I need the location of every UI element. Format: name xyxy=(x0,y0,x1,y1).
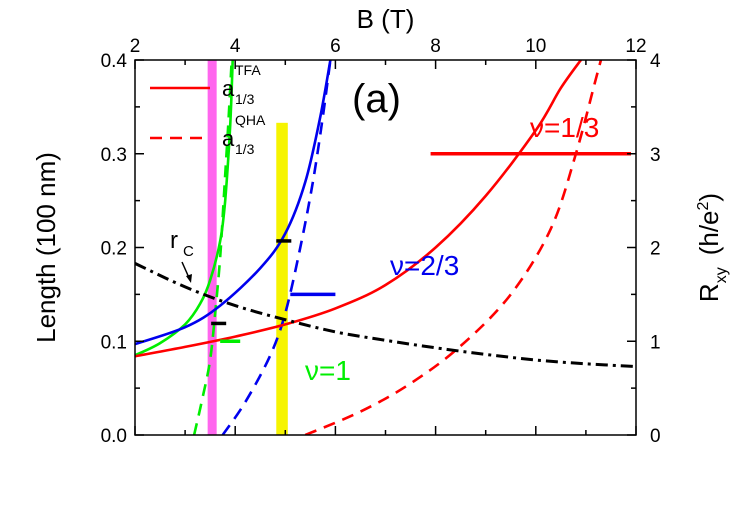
black-marks xyxy=(211,239,292,326)
y-right-tick-label: 2 xyxy=(650,239,661,260)
x-top-tick-label: 12 xyxy=(625,36,646,57)
legend-label-sup: QHA xyxy=(235,112,266,128)
x-top-tick-label: 6 xyxy=(330,36,341,57)
y-left-tick-label: 0.1 xyxy=(101,332,127,353)
plateaus xyxy=(220,152,631,343)
series-nu1-tfa xyxy=(135,60,234,357)
series-nu23-qha xyxy=(221,60,332,435)
series-nu23-tfa xyxy=(135,60,332,346)
legend-label-sub: 1/3 xyxy=(235,91,255,107)
y-right-label-units: (h/e xyxy=(694,210,724,255)
label-nu13: ν=1/3 xyxy=(530,112,599,143)
series-rc xyxy=(135,262,636,369)
x-top-tick-label: 8 xyxy=(430,36,441,57)
legend-label: a xyxy=(222,126,235,151)
y-left-tick-label: 0.0 xyxy=(101,426,127,447)
legend-label-sub: 1/3 xyxy=(235,141,255,157)
series-nu1-qha xyxy=(192,60,233,435)
series-nu13-qha xyxy=(304,60,603,435)
ticks xyxy=(134,59,637,436)
x-top-tick-label: 10 xyxy=(525,36,546,57)
y-right-tick-label: 0 xyxy=(650,426,661,447)
legend-label: a xyxy=(222,76,235,101)
label-nu1: ν=1 xyxy=(305,355,351,386)
x-top-axis-title: B (T) xyxy=(357,4,415,34)
y-right-tick-label: 4 xyxy=(650,51,661,72)
y-right-label-units-end: ) xyxy=(694,193,724,202)
rc-arrowhead xyxy=(186,274,192,283)
x-top-tick-label: 2 xyxy=(130,36,141,57)
y-right-label-units-sup: 2 xyxy=(695,201,712,210)
label-rc-sub: C xyxy=(183,243,194,260)
curves xyxy=(135,60,636,435)
y-right-tick-label: 1 xyxy=(650,332,661,353)
y-left-axis-title: Length (100 nm) xyxy=(31,152,61,343)
legend-label-sup: TFA xyxy=(235,62,261,78)
label-nu23: ν=2/3 xyxy=(390,250,459,281)
band-yellow xyxy=(276,122,288,435)
y-left-tick-label: 0.2 xyxy=(101,239,127,260)
x-top-tick-label: 4 xyxy=(230,36,241,57)
y-right-label-sub: xy xyxy=(713,267,730,283)
y-right-tick-label: 3 xyxy=(650,145,661,166)
y-left-tick-label: 0.3 xyxy=(101,145,127,166)
y-right-axis-title: Rxy (h/e2) xyxy=(694,193,730,302)
panel-label: (a) xyxy=(352,77,401,121)
y-left-tick-label: 0.4 xyxy=(101,51,128,72)
highlight-bands xyxy=(207,60,288,435)
label-rc: r xyxy=(170,227,178,254)
y-right-label-main: R xyxy=(694,283,724,302)
band-magenta xyxy=(207,60,217,435)
series-nu13-tfa xyxy=(135,60,582,358)
